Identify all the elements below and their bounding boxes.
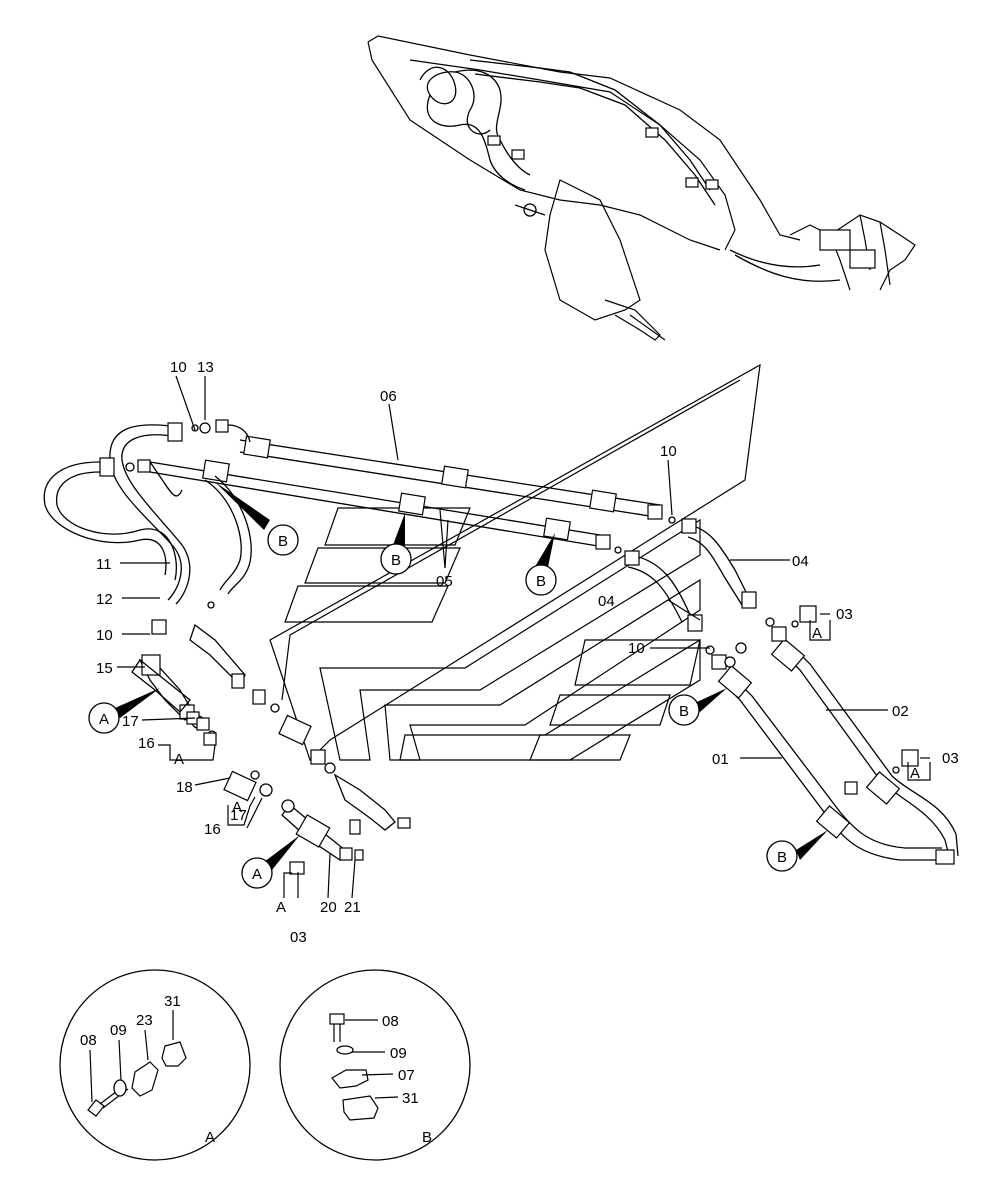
detail-b-part-07: 07 bbox=[398, 1067, 415, 1084]
label-20: 20 bbox=[320, 899, 337, 916]
label-16: 16 bbox=[138, 735, 155, 752]
detail-b-part-08: 08 bbox=[382, 1013, 399, 1030]
label-12: 12 bbox=[96, 591, 113, 608]
label-10: 10 bbox=[170, 359, 187, 376]
label-05: 05 bbox=[436, 573, 453, 590]
detail-a-part-08: 08 bbox=[80, 1032, 97, 1049]
label-16: 16 bbox=[204, 821, 221, 838]
callout-b-2: B bbox=[380, 513, 412, 575]
detail-b-title: B bbox=[422, 1129, 432, 1146]
label-a: A bbox=[174, 751, 184, 768]
detail-a: A 08 09 23 31 bbox=[59, 969, 251, 1161]
label-03: 03 bbox=[836, 606, 853, 623]
callout-a-1: A bbox=[88, 688, 160, 734]
part-labels: 10 13 06 10 04 04 03 A 10 02 01 03 A 05 … bbox=[96, 359, 959, 946]
label-15: 15 bbox=[96, 660, 113, 677]
label-04: 04 bbox=[792, 553, 809, 570]
svg-text:B: B bbox=[777, 849, 787, 866]
label-17: 17 bbox=[122, 713, 139, 730]
detail-b-part-31: 31 bbox=[402, 1090, 419, 1107]
label-a: A bbox=[812, 625, 822, 642]
svg-text:B: B bbox=[278, 533, 288, 550]
label-03: 03 bbox=[942, 750, 959, 767]
label-11: 11 bbox=[96, 556, 112, 573]
label-10: 10 bbox=[660, 443, 677, 460]
label-13: 13 bbox=[197, 359, 214, 376]
svg-text:A: A bbox=[99, 711, 109, 728]
callout-b-5: B bbox=[766, 830, 828, 872]
label-04: 04 bbox=[598, 593, 615, 610]
detail-b-part-09: 09 bbox=[390, 1045, 407, 1062]
detail-a-part-09: 09 bbox=[110, 1022, 127, 1039]
label-01: 01 bbox=[712, 751, 729, 768]
svg-text:B: B bbox=[679, 703, 689, 720]
label-10: 10 bbox=[628, 640, 645, 657]
callout-b-4: B bbox=[668, 688, 727, 726]
label-a: A bbox=[232, 799, 242, 816]
svg-text:B: B bbox=[391, 552, 401, 569]
label-17: 17 bbox=[230, 807, 247, 824]
callout-b-1: B bbox=[215, 482, 299, 556]
label-a: A bbox=[910, 765, 920, 782]
detail-a-part-31: 31 bbox=[164, 993, 181, 1010]
leader-lines bbox=[117, 375, 931, 899]
label-10: 10 bbox=[96, 627, 113, 644]
label-03: 03 bbox=[290, 929, 307, 946]
label-21: 21 bbox=[344, 899, 361, 916]
excavator-overview bbox=[367, 35, 916, 341]
label-02: 02 bbox=[892, 703, 909, 720]
callout-b-3: B bbox=[525, 533, 557, 596]
svg-text:B: B bbox=[536, 573, 546, 590]
label-a: A bbox=[276, 899, 286, 916]
detail-b: B 08 09 07 31 bbox=[279, 969, 471, 1161]
callout-a-2: A bbox=[241, 835, 300, 889]
label-18: 18 bbox=[176, 779, 193, 796]
svg-text:A: A bbox=[252, 866, 262, 883]
detail-a-title: A bbox=[205, 1129, 215, 1146]
label-06: 06 bbox=[380, 388, 397, 405]
hose-assembly bbox=[43, 419, 959, 875]
detail-a-part-23: 23 bbox=[136, 1012, 153, 1029]
